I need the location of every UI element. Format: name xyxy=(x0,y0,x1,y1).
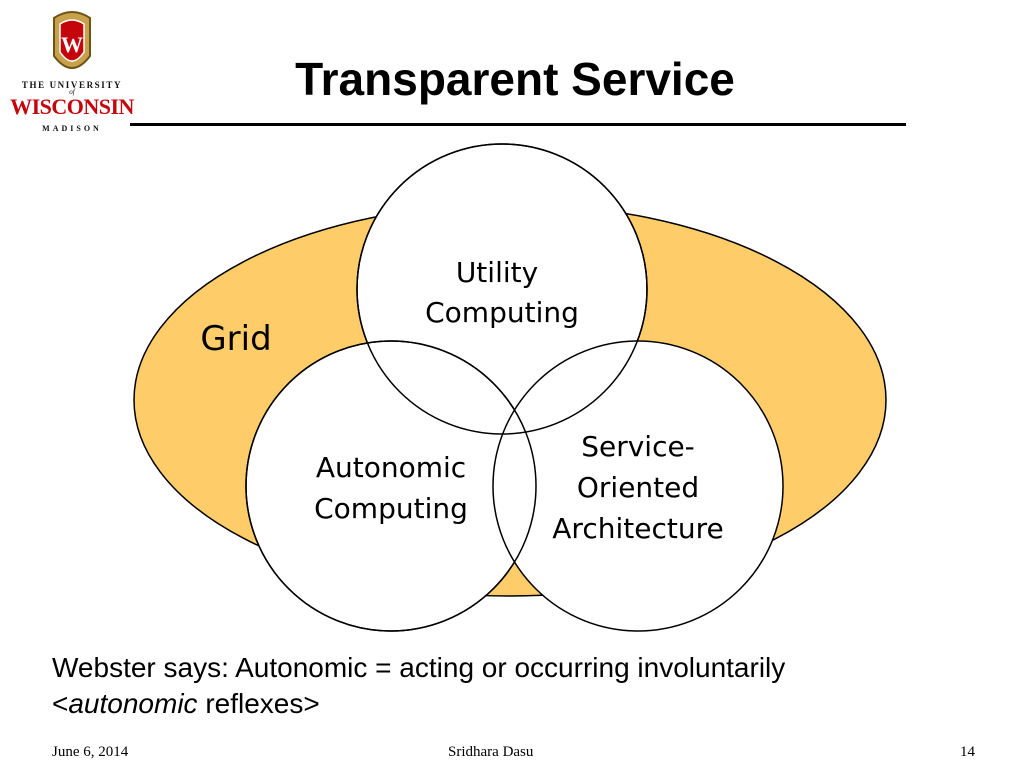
definition-line-1: Webster says: Autonomic = acting or occu… xyxy=(52,652,786,683)
crest-icon: W xyxy=(53,11,91,69)
title-underline xyxy=(130,123,906,126)
logo-madison-text: MADISON xyxy=(42,124,102,133)
slide-title: Transparent Service xyxy=(295,53,735,105)
definition-open-bracket: < xyxy=(52,688,69,719)
logo-wisconsin-text: WISCONSIN xyxy=(10,94,134,119)
utility-label-line1: Utility xyxy=(456,256,538,289)
definition-rest: reflexes> xyxy=(197,688,320,719)
university-logo: W THE UNIVERSITY of WISCONSIN MADISON xyxy=(8,8,136,134)
logo-of-text: of xyxy=(69,88,75,96)
logo-university-text: THE UNIVERSITY xyxy=(21,80,123,90)
footer-date: June 6, 2014 xyxy=(52,744,129,760)
utility-outline-overlay xyxy=(356,143,648,435)
grid-label: Grid xyxy=(200,319,271,359)
autonomic-label-line2: Computing xyxy=(314,492,468,525)
footer-author: Sridhara Dasu xyxy=(448,744,534,760)
webster-definition: Webster says: Autonomic = acting or occu… xyxy=(52,650,992,722)
soa-label-line1: Service- xyxy=(581,430,695,463)
footer-page-number: 14 xyxy=(960,744,975,760)
definition-line-2: <autonomic reflexes> xyxy=(52,686,992,722)
crest-letter: W xyxy=(61,32,83,57)
soa-label-line3: Architecture xyxy=(552,512,723,545)
autonomic-label-line1: Autonomic xyxy=(316,451,466,484)
utility-label-line2: Computing xyxy=(425,296,579,329)
autonomic-outline-overlay xyxy=(245,340,537,632)
definition-italic-word: autonomic xyxy=(68,688,198,719)
soa-label-line2: Oriented xyxy=(577,471,699,504)
